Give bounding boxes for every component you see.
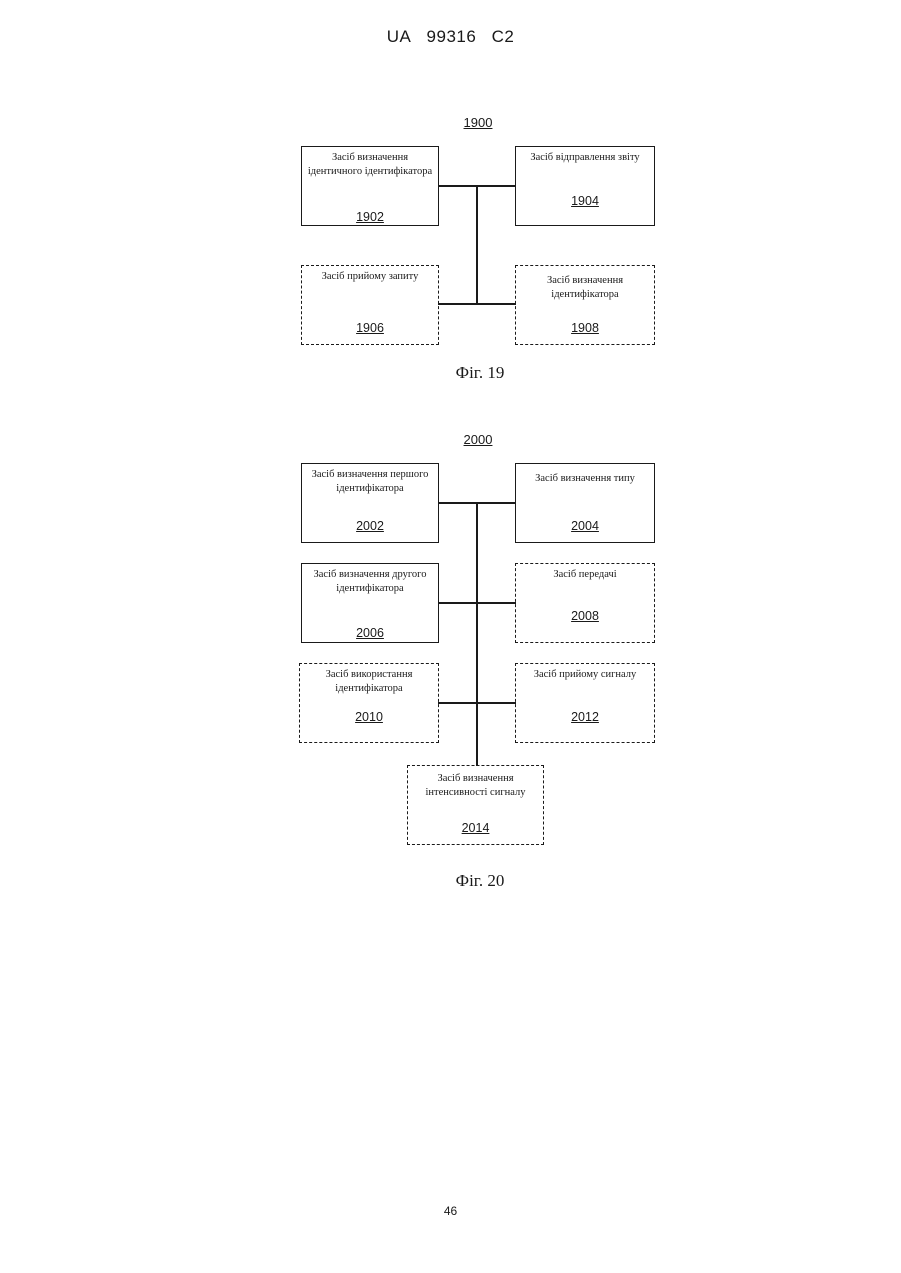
- connector-line: [438, 185, 516, 187]
- figure-caption-19: Фіг. 19: [380, 363, 580, 383]
- block-label: Засіб визначення ідентифікатора: [520, 274, 650, 302]
- block-number: 1902: [302, 210, 438, 224]
- block-label: Засіб прийому сигналу: [520, 668, 650, 682]
- patent-number: 99316: [427, 27, 477, 46]
- block-2014: Засіб визначення інтенсивності сигналу 2…: [407, 765, 544, 845]
- block-number: 1906: [302, 321, 438, 335]
- block-number: 1904: [516, 194, 654, 208]
- block-label: Засіб відправлення звіту: [520, 151, 650, 165]
- connector-line: [438, 502, 516, 504]
- block-2002: Засіб визначення першого ідентифікатора …: [301, 463, 439, 543]
- block-label: Засіб визначення другого ідентифікатора: [306, 568, 434, 596]
- block-number: 2002: [302, 519, 438, 533]
- diagram-id-2000: 2000: [448, 432, 508, 447]
- country-code: UA: [387, 27, 412, 46]
- block-number: 2012: [516, 710, 654, 724]
- connector-line: [476, 186, 478, 304]
- connector-line: [438, 602, 516, 604]
- patent-kind: C2: [492, 27, 515, 46]
- block-label: Засіб визначення першого ідентифікатора: [306, 468, 434, 496]
- block-label: Засіб використання ідентифікатора: [304, 668, 434, 696]
- block-number: 2006: [302, 626, 438, 640]
- diagram-id-1900: 1900: [448, 115, 508, 130]
- block-2012: Засіб прийому сигналу 2012: [515, 663, 655, 743]
- connector-line: [476, 503, 478, 766]
- connector-line: [438, 303, 516, 305]
- block-label: Засіб визначення ідентичного ідентифікат…: [306, 151, 434, 179]
- block-2006: Засіб визначення другого ідентифікатора …: [301, 563, 439, 643]
- block-number: 2004: [516, 519, 654, 533]
- block-number: 2010: [300, 710, 438, 724]
- patent-header: UA 99316 C2: [0, 27, 901, 47]
- page-number: 46: [0, 1204, 901, 1218]
- block-number: 1908: [516, 321, 654, 335]
- block-number: 2008: [516, 609, 654, 623]
- block-label: Засіб визначення типу: [520, 472, 650, 486]
- block-label: Засіб прийому запиту: [306, 270, 434, 284]
- figure-caption-20: Фіг. 20: [380, 871, 580, 891]
- block-2008: Засіб передачі 2008: [515, 563, 655, 643]
- block-label: Засіб передачі: [520, 568, 650, 582]
- block-1908: Засіб визначення ідентифікатора 1908: [515, 265, 655, 345]
- block-1904: Засіб відправлення звіту 1904: [515, 146, 655, 226]
- block-1906: Засіб прийому запиту 1906: [301, 265, 439, 345]
- block-number: 2014: [408, 821, 543, 835]
- connector-line: [438, 702, 516, 704]
- block-1902: Засіб визначення ідентичного ідентифікат…: [301, 146, 439, 226]
- block-label: Засіб визначення інтенсивності сигналу: [412, 772, 539, 800]
- block-2010: Засіб використання ідентифікатора 2010: [299, 663, 439, 743]
- block-2004: Засіб визначення типу 2004: [515, 463, 655, 543]
